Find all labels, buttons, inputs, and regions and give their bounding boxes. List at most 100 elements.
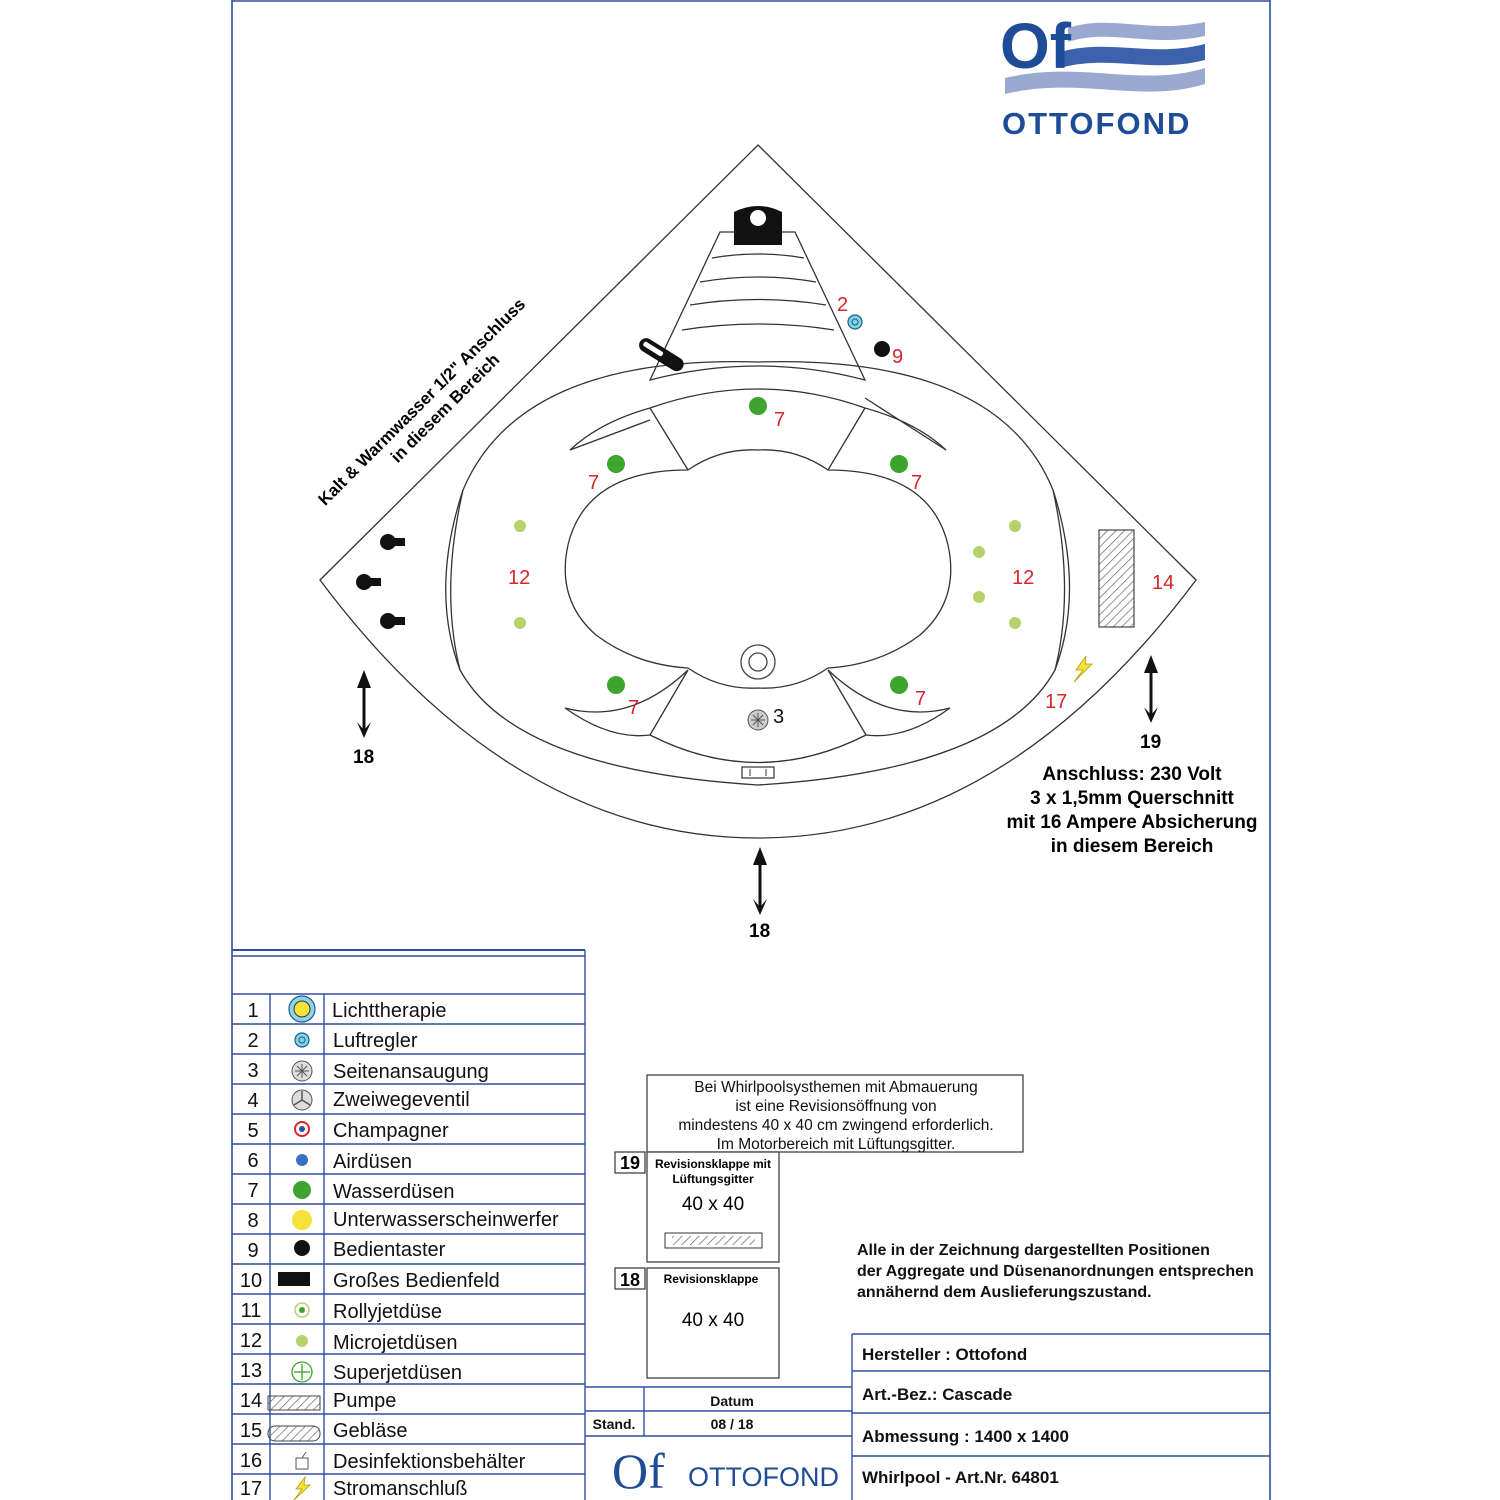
title-block xyxy=(585,1333,1270,1500)
legend-num: 16 xyxy=(240,1450,262,1472)
legend-num: 4 xyxy=(247,1090,258,1112)
control-button-icon xyxy=(874,341,890,357)
svg-text:Im Motorbereich mit Lüftungsgi: Im Motorbereich mit Lüftungsgitter. xyxy=(717,1136,956,1153)
legend-num: 7 xyxy=(247,1180,258,1202)
micro-jet-icon xyxy=(514,617,526,629)
legend-label: Lichttherapie xyxy=(332,1000,447,1022)
footer-logo: Of OTTOFOND xyxy=(612,1443,839,1499)
legend-labels: Lichttherapie Luftregler Seitenansaugung… xyxy=(332,1000,559,1500)
callout-12: 12 xyxy=(508,567,530,589)
svg-text:Revisionsklappe: Revisionsklappe xyxy=(664,1272,759,1286)
legend-num: 10 xyxy=(240,1270,262,1292)
svg-text:Kalt & Warmwasser 1/2" Anschl: Kalt & Warmwasser 1/2" Anschluss xyxy=(315,295,530,510)
callout-17: 17 xyxy=(1045,691,1067,713)
water-jets xyxy=(607,397,908,694)
callout-7: 7 xyxy=(588,472,599,494)
water-jet-icon xyxy=(890,455,908,473)
svg-text:Bei Whirlpoolsysthemen mit Abm: Bei Whirlpoolsysthemen mit Abmauerung xyxy=(694,1079,977,1096)
svg-text:mit 16 Ampere Absicherung: mit 16 Ampere Absicherung xyxy=(1007,812,1258,833)
svg-text:OTTOFOND: OTTOFOND xyxy=(688,1462,839,1492)
power-connection-icon xyxy=(1073,655,1093,683)
super-jet-icon xyxy=(291,1361,313,1383)
champagne-icon xyxy=(294,1121,310,1137)
callout-7: 7 xyxy=(911,472,922,494)
water-jet-icon xyxy=(607,676,625,694)
svg-text:der Aggregate und Düsenanordnu: der Aggregate und Düsenanordnungen entsp… xyxy=(857,1263,1254,1280)
revision-hatch-18: 18 Revisionsklappe 40 x 40 xyxy=(614,1267,780,1379)
svg-text:ist eine Revisionsöffnung von: ist eine Revisionsöffnung von xyxy=(735,1098,936,1115)
logo-name: OTTOFOND xyxy=(1002,106,1191,141)
air-jet-icon xyxy=(296,1154,308,1166)
legend-label: Wasserdüsen xyxy=(333,1181,455,1203)
drain xyxy=(740,644,776,680)
callout-14: 14 xyxy=(1152,572,1174,594)
legend-num: 5 xyxy=(247,1120,258,1142)
micro-jet-icon xyxy=(514,520,526,532)
svg-text:Lüftungsgitter: Lüftungsgitter xyxy=(672,1172,754,1186)
callout-2: 2 xyxy=(837,294,848,316)
svg-text:Of: Of xyxy=(612,1443,665,1499)
bathtub-outline xyxy=(319,144,1197,839)
callout-3: 3 xyxy=(773,706,784,728)
callout-9: 9 xyxy=(892,346,903,368)
side-suction-icon xyxy=(747,709,769,731)
svg-text:annähernd dem Auslieferungszus: annähernd dem Auslieferungszustand. xyxy=(857,1284,1152,1301)
stand-label: Stand. xyxy=(593,1416,636,1432)
legend-num: 8 xyxy=(247,1210,258,1232)
two-way-valve-icon xyxy=(291,1089,313,1111)
legend-num: 1 xyxy=(247,1000,258,1022)
water-jet-icon xyxy=(890,676,908,694)
svg-text:Anschluss: 230 Volt: Anschluss: 230 Volt xyxy=(1042,764,1222,785)
callout-12: 12 xyxy=(1012,567,1034,589)
page-frame xyxy=(231,0,1271,1500)
legend-label: Superjetdüsen xyxy=(333,1362,462,1384)
disinfection-container-icon xyxy=(295,1451,309,1470)
fittings-left xyxy=(356,534,405,629)
svg-text:19: 19 xyxy=(1140,732,1161,753)
legend-label: Pumpe xyxy=(333,1390,396,1412)
micro-jet-icon xyxy=(296,1335,308,1347)
rolly-jet-icon xyxy=(294,1302,310,1318)
legend-label: Seitenansaugung xyxy=(333,1061,489,1083)
legend-num: 9 xyxy=(247,1240,258,1262)
overflow xyxy=(741,766,775,779)
water-jet-icon xyxy=(607,455,625,473)
underwater-light-icon xyxy=(292,1210,312,1230)
legend-num: 12 xyxy=(240,1330,262,1352)
article-name: Art.-Bez.: Cascade xyxy=(862,1385,1012,1404)
pump-icon xyxy=(1098,529,1135,628)
legend-label: Airdüsen xyxy=(333,1151,412,1173)
legend-label: Microjetdüsen xyxy=(333,1332,458,1354)
callout-7: 7 xyxy=(774,409,785,431)
water-connection-note: Kalt & Warmwasser 1/2" Anschluss in dies… xyxy=(315,295,530,510)
micro-jet-icon xyxy=(1009,617,1021,629)
svg-text:18: 18 xyxy=(353,747,374,768)
legend-icons xyxy=(267,995,321,1500)
legend-label: Gebläse xyxy=(333,1420,408,1442)
legend-label: Großes Bedienfeld xyxy=(333,1270,500,1292)
svg-text:40 x 40: 40 x 40 xyxy=(682,1194,744,1215)
svg-text:3 x 1,5mm Querschnitt: 3 x 1,5mm Querschnitt xyxy=(1030,788,1234,809)
arrow-18-left: 18 xyxy=(353,670,374,768)
power-connection-icon xyxy=(293,1475,312,1500)
legend-label: Bedientaster xyxy=(333,1239,446,1261)
legend-label: Unterwasserscheinwerfer xyxy=(333,1209,559,1231)
pump-icon xyxy=(267,1395,321,1411)
ottofond-logo: Of OTTOFOND xyxy=(1000,10,1205,141)
disclaimer: Alle in der Zeichnung dargestellten Posi… xyxy=(857,1242,1254,1301)
svg-text:19: 19 xyxy=(620,1153,640,1173)
logo-mark: Of xyxy=(1000,10,1072,82)
svg-text:Alle in der Zeichnung dargeste: Alle in der Zeichnung dargestellten Posi… xyxy=(857,1242,1210,1259)
legend-label: Zweiwegeventil xyxy=(333,1089,470,1111)
legend-num: 11 xyxy=(241,1300,262,1322)
legend-numbers: 1 2 3 4 5 6 7 8 9 10 11 12 13 14 15 16 1… xyxy=(240,1000,262,1500)
legend-num: 17 xyxy=(240,1478,262,1500)
blower-icon xyxy=(267,1425,321,1442)
legend-num: 2 xyxy=(247,1030,258,1052)
dimension: Abmessung : 1400 x 1400 xyxy=(862,1427,1069,1446)
callout-7: 7 xyxy=(628,697,639,719)
legend-num: 14 xyxy=(240,1390,262,1412)
micro-jet-icon xyxy=(973,591,985,603)
legend-num: 3 xyxy=(247,1060,258,1082)
manufacturer: Hersteller : Ottofond xyxy=(862,1345,1027,1364)
